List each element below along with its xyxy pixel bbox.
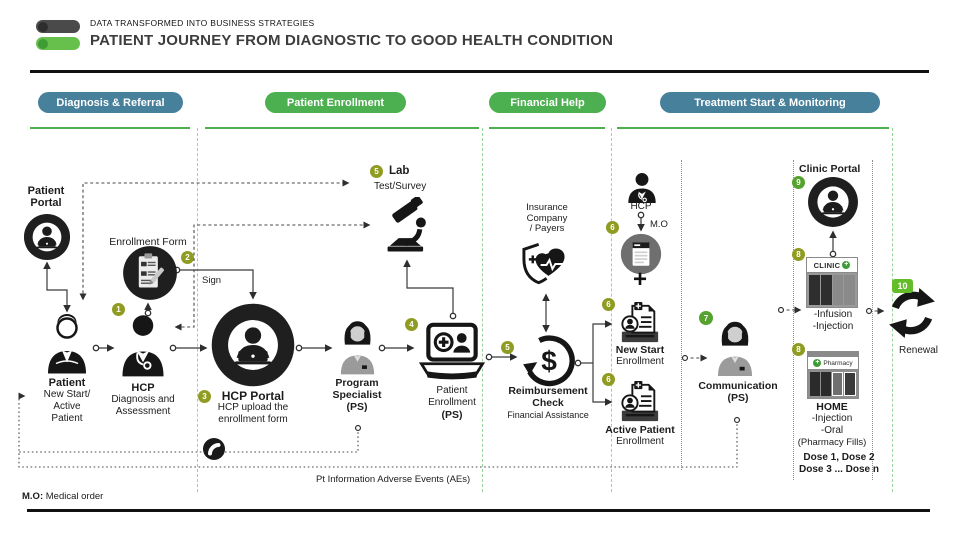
program-specialist-label: Program Specialist (PS) [332,377,382,413]
patient-icon [42,314,92,376]
new-start-label: New Start Enrollment [615,344,665,367]
clinic-building-icon: CLINIC + [806,257,858,308]
mo-footnote-key: M.O: [22,491,44,502]
lab-subtitle: Test/Survey [374,181,427,192]
hcp-portal-label: HCP Portal HCP upload the enrollment for… [217,389,289,425]
clinic-sign-label: CLINIC [813,260,841,270]
phase-financial-help: Financial Help [489,92,606,113]
insurance-shield-icon [520,240,574,292]
enrollment-form-icon [122,245,178,301]
plus-label: + [633,266,648,293]
connector-hcp-lab-dashed [174,221,371,331]
patient-portal-icon [23,213,71,261]
underline-seg3 [489,127,605,129]
phase-treatment-monitoring: Treatment Start & Monitoring [660,92,880,113]
header-tagline: DATA TRANSFORMED INTO BUSINESS STRATEGIE… [90,18,315,28]
new-start-enrollment-icon [615,302,665,344]
underline-seg2 [205,127,479,129]
program-specialist-icon [335,316,380,376]
connector-ps-phone-dotted [19,424,362,453]
step-badge-6-ns: 6 [602,298,615,311]
separator-4 [892,128,893,492]
dose-label: Dose 1, Dose 2 Dose 3 ... Dose n [798,452,880,475]
communication-label: Communication (PS) [698,380,778,404]
step-badge-9: 9 [792,176,805,189]
logo-toggle-green-icon [36,37,80,50]
active-patient-label: Active Patient Enrollment [605,424,675,447]
underline-seg4 [617,127,889,129]
reimbursement-dollar-icon: $ [520,334,576,388]
step-badge-3: 3 [198,390,211,403]
phase-diagnosis-referral: Diagnosis & Referral [38,92,183,113]
step-badge-6-ap: 6 [602,373,615,386]
column-divider-1 [681,160,682,470]
connector-comm-feedback-dotted [18,392,741,468]
underline-seg1 [30,127,190,129]
connector-patient-lab-dashed [79,179,350,301]
mo-footnote-text: Medical order [45,491,104,502]
renewal-label: Renewal [899,345,938,356]
infusion-label: -Infusion -Injection [812,309,854,332]
phase-patient-enrollment: Patient Enrollment [265,92,406,113]
enrollment-form-label: Enrollment Form [109,236,187,248]
pharmacy-sign-label: Pharmacy [823,359,853,367]
mo-footnote: M.O: Medical order [22,491,103,502]
bottom-rule [27,509,930,512]
active-patient-enrollment-icon [615,381,665,423]
renewal-icon [886,287,938,339]
patient-enrollment-label: Patient Enrollment (PS) [428,385,476,421]
step-badge-10: 10 [892,279,913,293]
insurance-label: Insurance Company / Payers [526,202,568,234]
lab-title: Lab [389,165,410,177]
sign-label: Sign [202,275,222,286]
column-divider-2 [793,160,794,480]
reimbursement-label: Reimbursement Check Financial Assistance [507,385,589,420]
step-badge-1: 1 [112,303,125,316]
page-title: PATIENT JOURNEY FROM DIAGNOSTIC TO GOOD … [90,32,614,49]
hcp2-label: HCP [630,201,652,212]
phone-icon [202,437,226,461]
hcp-portal-icon [210,302,296,388]
hcp-icon [116,312,170,378]
logo-toggle-dark-icon [36,20,80,33]
mo-label: M.O [650,219,668,230]
column-divider-3 [872,160,873,480]
medical-cross-icon: + [842,261,851,269]
hcp2-icon [623,171,661,203]
connector-portal-patient [43,261,71,313]
step-badge-8-clinic: 8 [792,248,805,261]
step-badge-4: 4 [405,318,418,331]
step-badge-2: 2 [181,251,194,264]
patient-label: Patient New Start/ Active Patient [43,377,91,424]
medical-order-icon [620,233,662,275]
step-badge-5-rc: 5 [501,341,514,354]
top-rule [30,70,929,73]
pharmacy-building-icon: + Pharmacy [807,351,859,399]
dollar-glyph: $ [541,346,557,377]
communication-specialist-icon [712,317,758,377]
home-label: HOME -Injection -Oral (Pharmacy Fills) [797,401,867,448]
clinic-portal-icon [807,176,859,228]
step-badge-6-mo: 6 [606,221,619,234]
patient-enrollment-laptop-icon [417,322,487,386]
lab-microscope-icon [382,197,432,257]
patient-portal-label: Patient Portal [27,185,65,209]
clinic-portal-label: Clinic Portal [799,163,861,175]
connector-rc-newstart [592,320,613,363]
pt-information-note: Pt Information Adverse Events (AEs) [316,474,471,485]
connector-pe-lab [403,259,457,320]
step-badge-8-home: 8 [792,343,805,356]
step-badge-5-lab: 5 [370,165,383,178]
pharmacy-cross-icon: + [813,359,822,367]
separator-2 [482,128,483,492]
step-badge-7: 7 [699,311,713,325]
hcp-label: HCP Diagnosis and Assessment [111,382,175,417]
